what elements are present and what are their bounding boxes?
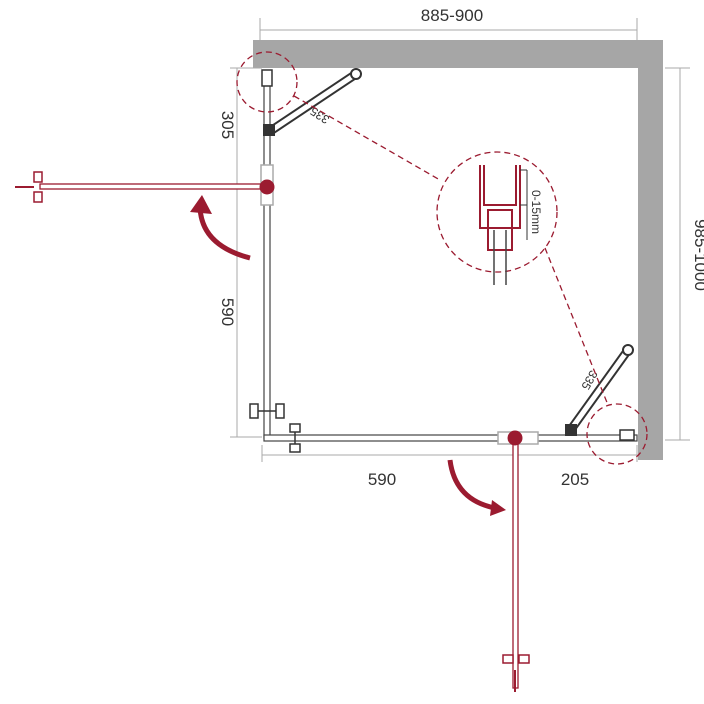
width-total-label: 885-900 <box>421 6 483 25</box>
right-wall <box>638 40 663 460</box>
detail-gap-label: 0-15mm <box>529 190 543 234</box>
depth-total-label: 985-1000 <box>691 219 704 291</box>
left-fixed-label: 305 <box>218 111 237 139</box>
bottom-door-open <box>502 430 530 692</box>
left-door-label: 590 <box>218 298 237 326</box>
strut-top <box>263 68 362 136</box>
detail-callouts <box>236 51 648 465</box>
dimension-lines <box>230 18 690 462</box>
swing-arrow-left <box>190 195 251 261</box>
glass-panels <box>263 79 638 442</box>
swing-arrow-bottom <box>447 459 506 516</box>
strut-right <box>565 344 634 436</box>
profile-detail <box>479 165 528 285</box>
hardware <box>249 69 635 453</box>
bottom-door-label: 590 <box>368 470 396 489</box>
bottom-fixed-label: 205 <box>561 470 589 489</box>
left-door-open <box>15 171 275 203</box>
top-wall <box>253 40 663 68</box>
